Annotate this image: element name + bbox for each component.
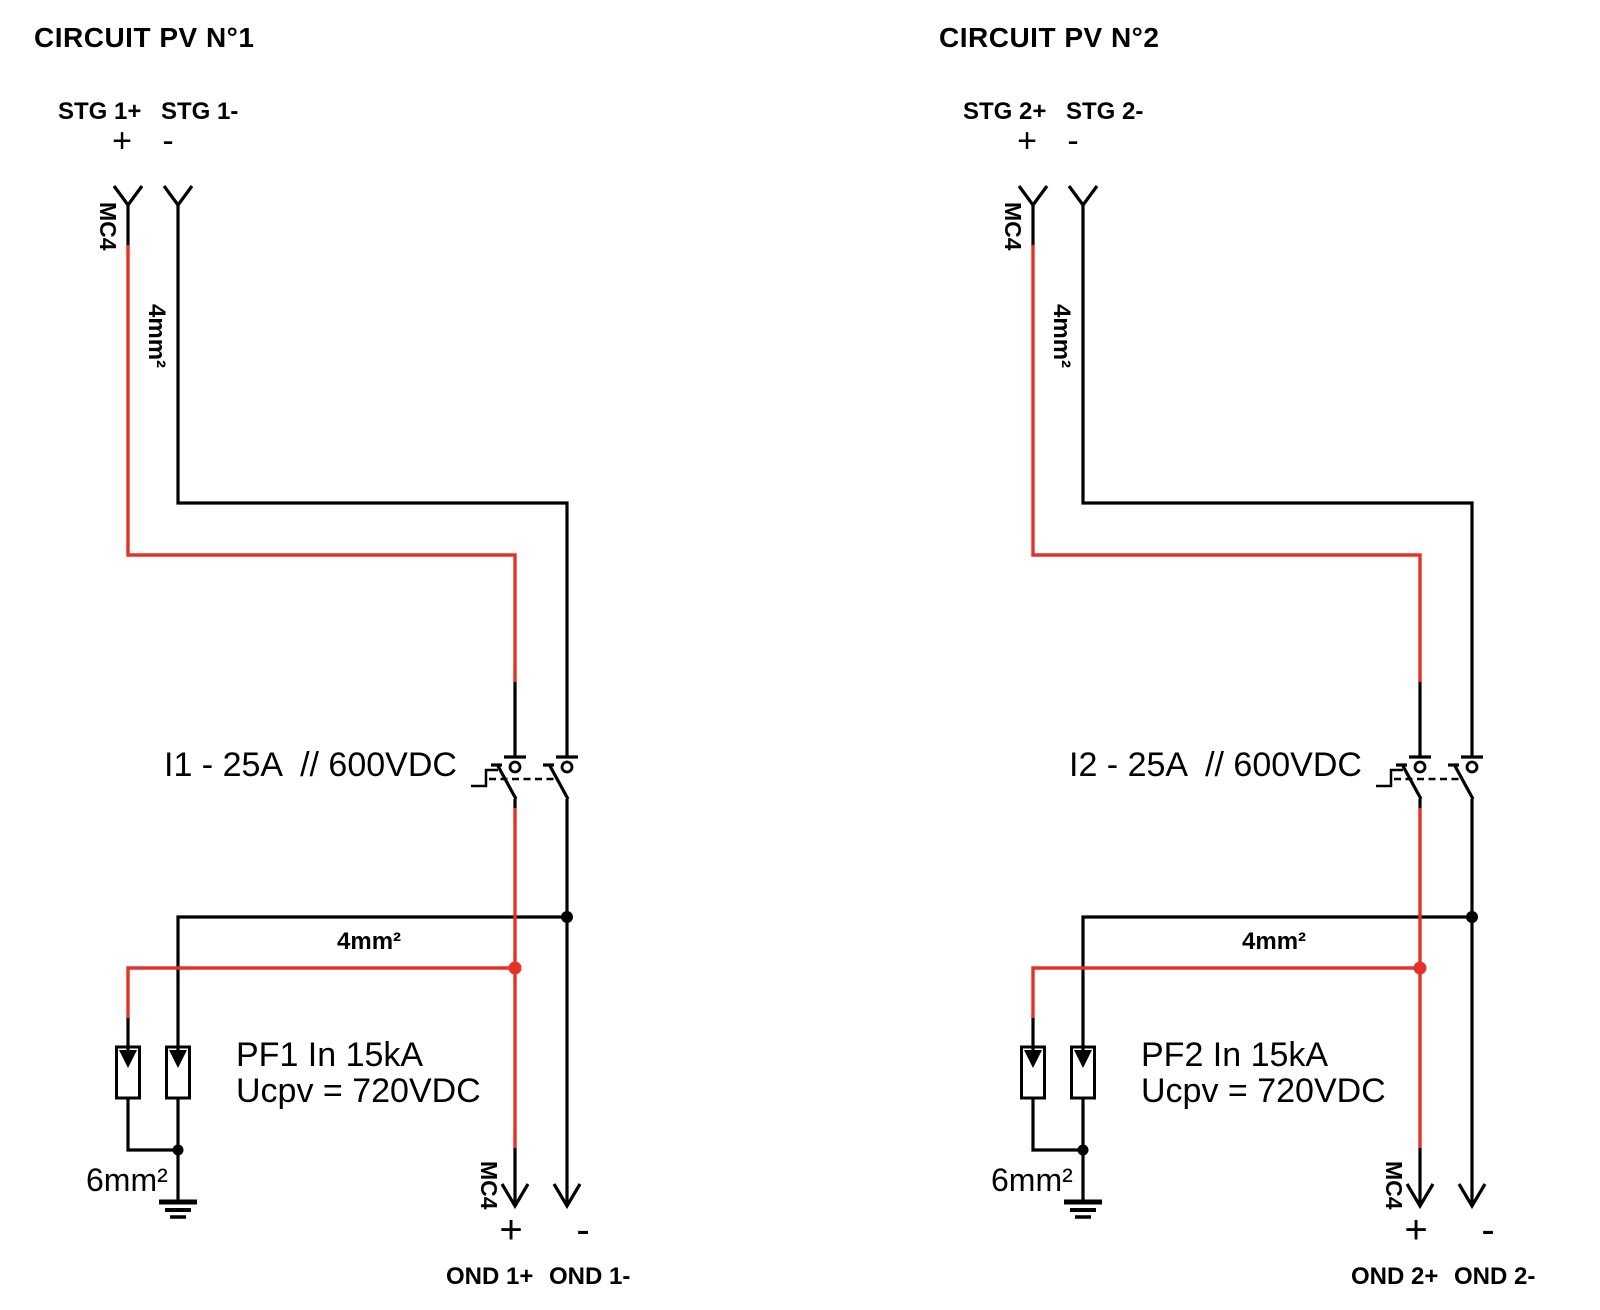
- earth-wire-size-label: 6mm²: [86, 1162, 168, 1198]
- output-plus-sign: +: [1404, 1208, 1428, 1252]
- mc4-top-label: MC4: [95, 202, 121, 251]
- breaker-label: I2 - 25A // 600VDC: [1069, 746, 1362, 784]
- mc4-bottom-label: MC4: [1381, 1161, 1407, 1210]
- spd-label-line2: Ucpv = 720VDC: [1141, 1072, 1386, 1110]
- breaker-label: I1 - 25A // 600VDC: [164, 746, 457, 784]
- link-wire-size-label: 4mm²: [337, 928, 402, 955]
- input-minus-sign: -: [1067, 122, 1079, 160]
- circuit-title: CIRCUIT PV N°2: [939, 22, 1160, 53]
- earth-wire-size-label: 6mm²: [991, 1162, 1073, 1198]
- mc4-bottom-label: MC4: [476, 1161, 502, 1210]
- inverter-pos-label: OND 1+: [446, 1263, 534, 1290]
- string-neg-label: STG 2-: [1066, 98, 1144, 125]
- input-plus-sign: +: [1017, 122, 1037, 160]
- inverter-neg-label: OND 1-: [549, 1263, 631, 1290]
- spd-label-line2: Ucpv = 720VDC: [236, 1072, 481, 1110]
- output-plus-sign: +: [499, 1208, 523, 1252]
- link-wire-size-label: 4mm²: [1242, 928, 1307, 955]
- spd-label-line1: PF1 In 15kA: [236, 1036, 424, 1074]
- spd-label-line1: PF2 In 15kA: [1141, 1036, 1329, 1074]
- output-minus-sign: -: [576, 1208, 590, 1252]
- output-minus-sign: -: [1481, 1208, 1495, 1252]
- circuit-2-linework: [905, 0, 1600, 1310]
- string-pos-label: STG 1+: [58, 98, 142, 125]
- circuit-pv-2: CIRCUIT PV N°2 STG 2+ STG 2- + - MC4 4mm…: [905, 0, 1600, 1310]
- mc4-top-label: MC4: [1000, 202, 1026, 251]
- string-wire-size-label: 4mm²: [1048, 304, 1075, 369]
- inverter-neg-label: OND 2-: [1454, 1263, 1536, 1290]
- input-minus-sign: -: [162, 122, 174, 160]
- circuit-1-linework: [0, 0, 695, 1310]
- inverter-pos-label: OND 2+: [1351, 1263, 1439, 1290]
- input-plus-sign: +: [112, 122, 132, 160]
- circuit-title: CIRCUIT PV N°1: [34, 22, 255, 53]
- string-wire-size-label: 4mm²: [143, 304, 170, 369]
- circuit-pv-1: CIRCUIT PV N°1 STG 1+ STG 1- + - MC4 4mm…: [0, 0, 695, 1310]
- string-neg-label: STG 1-: [161, 98, 239, 125]
- string-pos-label: STG 2+: [963, 98, 1047, 125]
